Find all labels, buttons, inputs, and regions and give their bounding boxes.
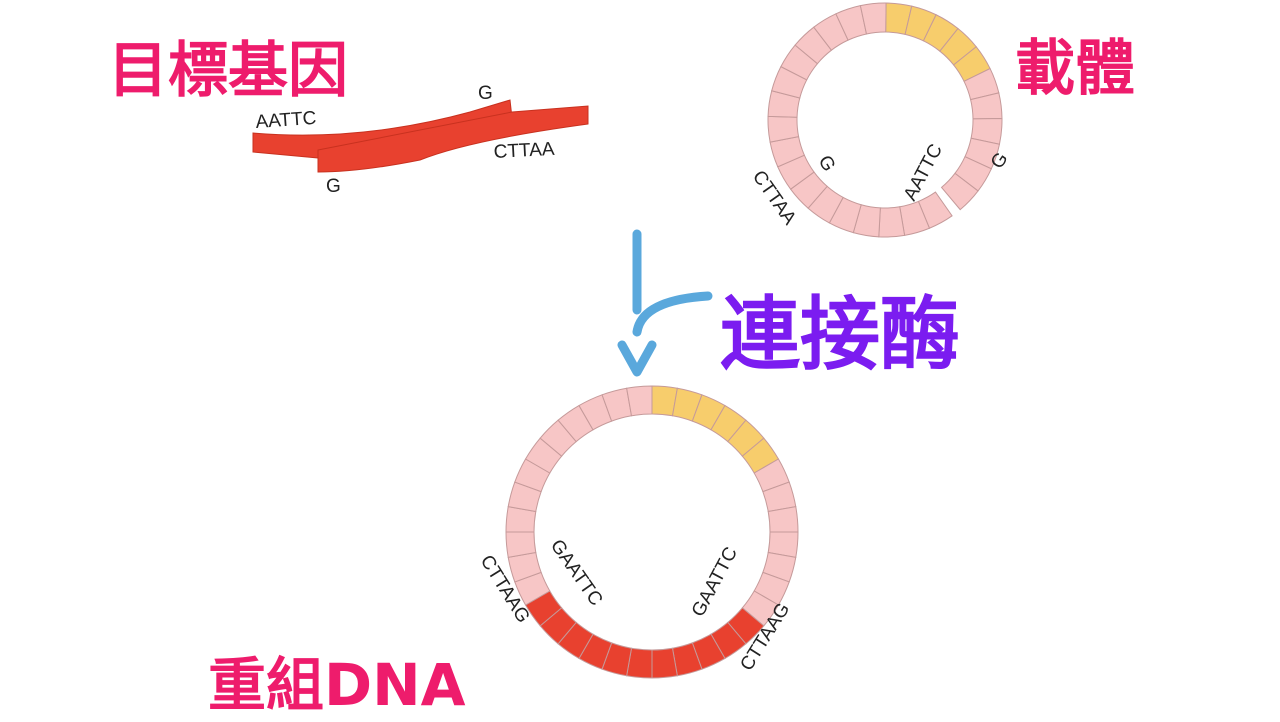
vector-segment: [940, 172, 979, 211]
gene-seq-top-right: G: [478, 83, 493, 104]
gene-seq-top-left: AATTC: [255, 108, 317, 133]
gene-seq-bottom-left: G: [326, 176, 341, 197]
vector-plasmid: [767, 2, 1003, 238]
ligase-label: 連接酶: [720, 288, 960, 381]
target-gene-label: 目標基因: [108, 36, 348, 106]
recombinant-segment: [651, 647, 678, 679]
recombinant-segment: [505, 531, 537, 558]
vector-segment: [878, 206, 906, 238]
recombinant-segment: [626, 385, 653, 417]
recomb-seq-right-inner: GAATTC: [688, 544, 742, 621]
gene-seq-bottom-right: CTTAA: [493, 139, 555, 163]
vector-seq-right-inner: AATTC: [900, 141, 947, 205]
gene-strand-bottom: [317, 105, 589, 173]
target-gene-fragment: AATTC G G CTTAA: [252, 83, 589, 197]
recombinant-segment: [767, 506, 799, 533]
arrow-head-icon: [617, 340, 657, 377]
ligase-arrow: [617, 229, 713, 377]
vector-label: 載體: [1015, 34, 1135, 104]
arrow-shaft: [632, 229, 713, 337]
recombinant-plasmid: [505, 385, 799, 679]
recombinant-dna-label: 重組DNA: [208, 651, 466, 719]
vector-seq-left-inner: G: [814, 152, 840, 175]
